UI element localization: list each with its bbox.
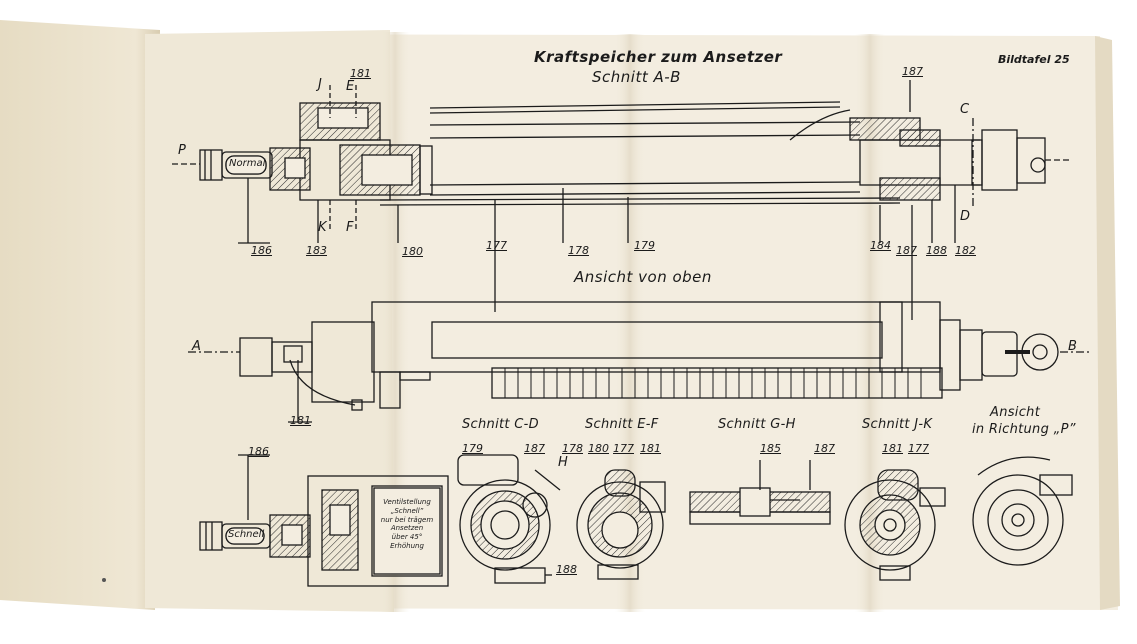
view-p-label-line2: in Richtung „P” — [972, 422, 1076, 437]
callout-187-mid: 187 — [896, 244, 917, 257]
callout-186: 186 — [251, 244, 272, 257]
section-jk-label: Schnitt J-K — [862, 417, 933, 432]
section-letter-b: B — [1068, 339, 1077, 354]
valve-note-line: nur bei trägem — [380, 515, 434, 524]
valve-note-line: „Schnell” — [390, 506, 424, 515]
callout-181-ef: 181 — [640, 442, 661, 455]
callout-188: 188 — [926, 244, 947, 257]
section-letter-e: E — [346, 79, 355, 94]
left-page — [0, 20, 160, 610]
top-view-label: Ansicht von oben — [574, 268, 712, 286]
callout-181-mid: 181 — [290, 414, 311, 427]
valve-note-line: Ansetzen — [390, 524, 424, 533]
callout-178: 178 — [568, 244, 589, 257]
callout-177-ef: 177 — [613, 442, 634, 455]
callout-188-cd: 188 — [556, 563, 577, 576]
section-ab-label: Schnitt A-B — [592, 68, 681, 86]
section-letter-f: F — [346, 220, 354, 235]
section-letter-d: D — [960, 209, 971, 224]
valve-note: Ventilstellung „Schnell” nur bei trägem … — [376, 498, 438, 551]
callout-185-gh: 185 — [760, 442, 781, 455]
section-ef-label: Schnitt E-F — [585, 417, 659, 432]
callout-186-low: 186 — [248, 445, 269, 458]
callout-180: 180 — [402, 245, 423, 258]
section-letter-j: J — [318, 77, 322, 92]
section-letter-h: H — [558, 455, 568, 470]
callout-179: 179 — [634, 239, 655, 252]
valve-label-schnell: Schnell — [228, 529, 265, 540]
section-gh-label: Schnitt G-H — [718, 417, 796, 432]
callout-181: 181 — [350, 67, 371, 80]
section-letter-p: P — [178, 143, 186, 158]
valve-note-line: über 45° Erhöhung — [390, 533, 424, 550]
plate-number: Bildtafel 25 — [998, 53, 1070, 66]
callout-187-cd: 187 — [524, 442, 545, 455]
section-letter-a: A — [192, 339, 201, 354]
callout-182: 182 — [955, 244, 976, 257]
valve-label-normal: Normal — [229, 158, 266, 169]
section-letter-k: K — [318, 220, 327, 235]
view-p-label-line1: Ansicht — [990, 405, 1041, 420]
callout-180-ef: 180 — [588, 442, 609, 455]
valve-note-line: Ventilstellung — [383, 498, 431, 506]
callout-187-gh: 187 — [814, 442, 835, 455]
callout-187: 187 — [902, 65, 923, 78]
bottom-sections-drawing — [199, 454, 1073, 587]
callout-178-ef: 178 — [562, 442, 583, 455]
drawing-title: Kraftspeicher zum Ansetzer — [534, 48, 783, 66]
top-view-drawing — [188, 301, 1090, 423]
callout-181-jk: 181 — [882, 442, 903, 455]
callout-184: 184 — [870, 239, 891, 252]
callout-183: 183 — [306, 244, 327, 257]
section-ab-drawing — [172, 80, 1070, 320]
callout-177: 177 — [486, 239, 507, 252]
callout-177-jk: 177 — [908, 442, 929, 455]
section-letter-c: C — [960, 102, 970, 117]
section-cd-label: Schnitt C-D — [462, 417, 539, 432]
callout-179-cd: 179 — [462, 442, 483, 455]
